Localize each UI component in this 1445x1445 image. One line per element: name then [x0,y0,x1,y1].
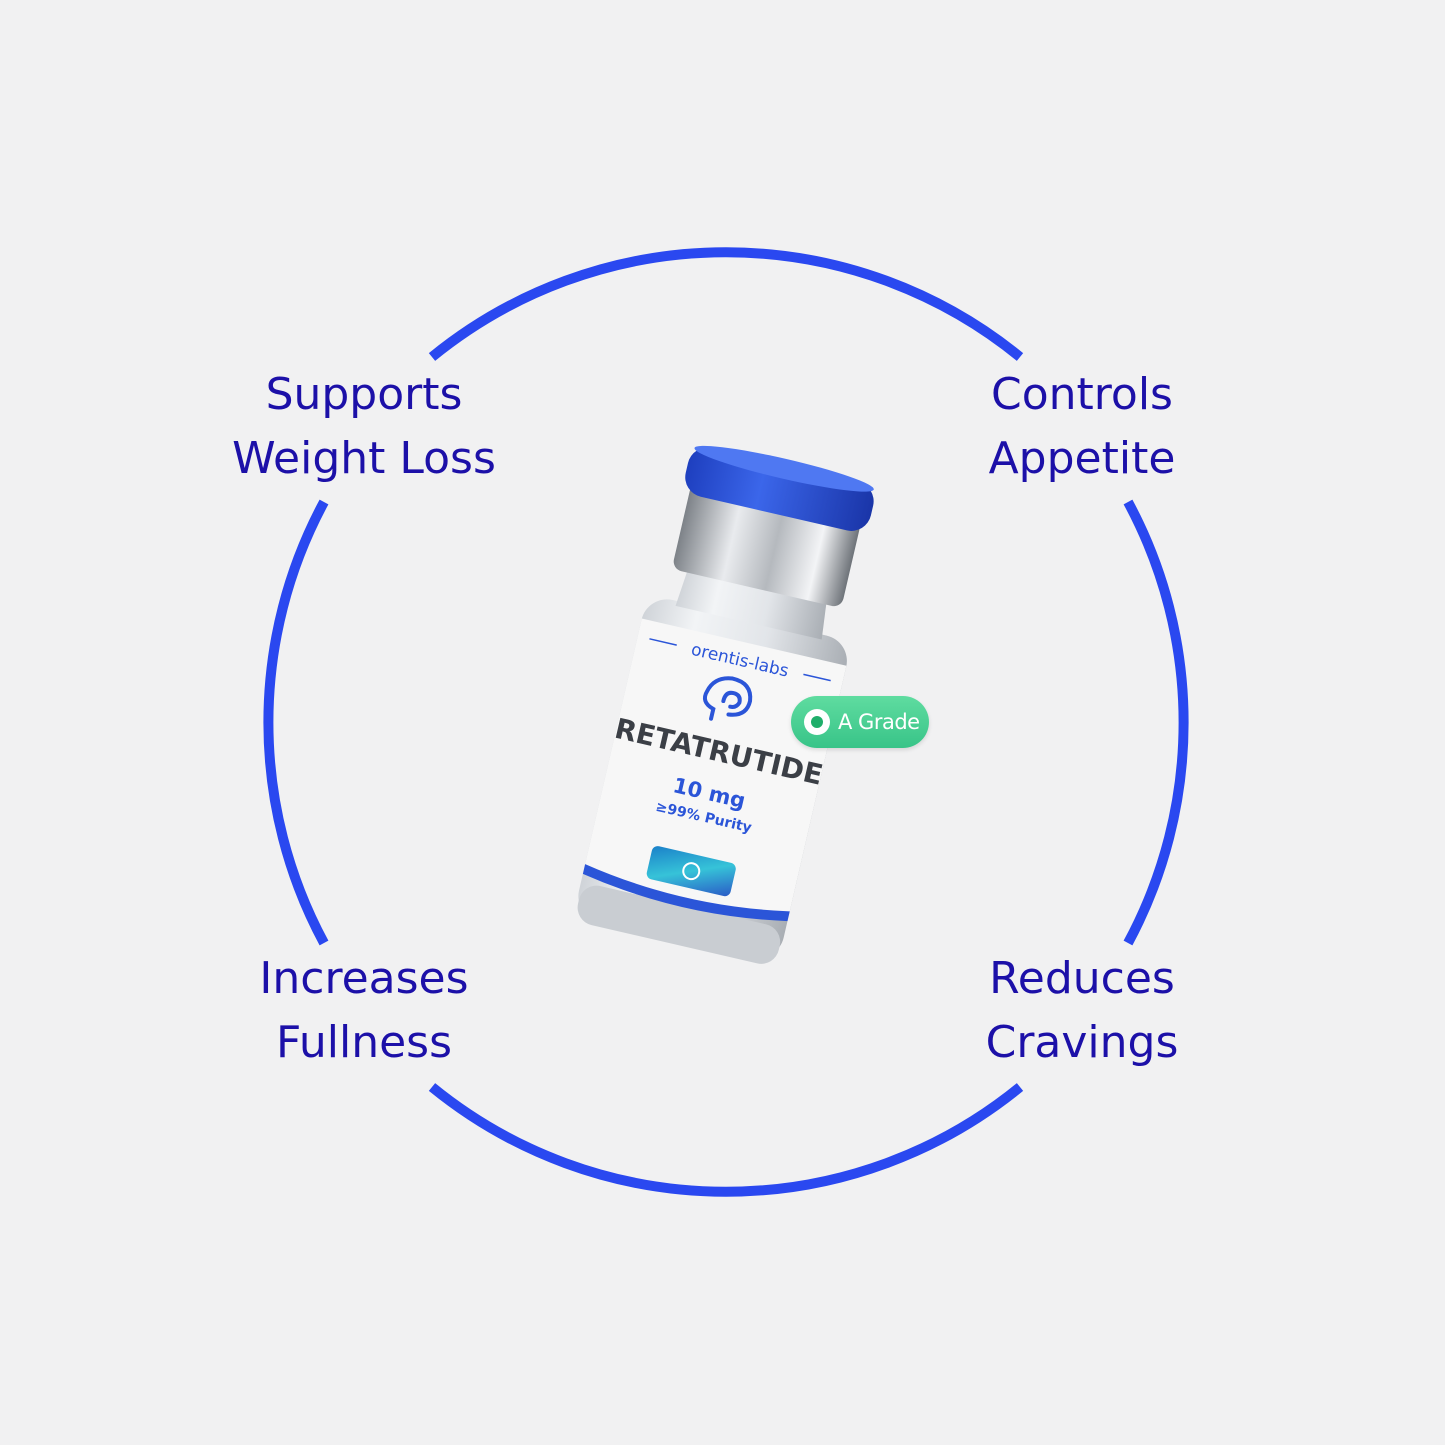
benefit-line: Cravings [985,1017,1179,1068]
benefit-line: Increases [259,953,469,1004]
benefit-line: Supports [265,369,463,420]
status-dot-icon [804,709,830,735]
vial-illustration: orentis-labs RETATRUTIDE 10 mg ≥99% Puri… [577,445,874,964]
ring-arc-bottom [428,1083,1024,1197]
benefit-reduces-cravings: Reduces Cravings [872,947,1292,1075]
benefit-line: Reduces [989,953,1175,1004]
head-spiral-icon [702,676,753,721]
ring-arc-top [428,247,1024,361]
benefit-increases-fullness: Increases Fullness [154,947,574,1075]
product-vial: orentis-labs RETATRUTIDE 10 mg ≥99% Puri… [560,440,890,1010]
benefit-line: Fullness [275,1017,453,1068]
benefit-supports-weight-loss: Supports Weight Loss [154,363,574,491]
grade-badge: A Grade [791,696,929,748]
benefit-controls-appetite: Controls Appetite [872,363,1292,491]
grade-label: A Grade [838,710,920,734]
benefit-line: Weight Loss [232,433,496,484]
label-band [582,864,790,922]
benefit-line: Controls [991,369,1173,420]
ring-arc-left [263,499,329,946]
ring-arc-right [1123,499,1189,946]
vial-label [582,618,847,922]
benefit-line: Appetite [988,433,1176,484]
hologram-seal-icon [646,846,736,897]
vial-cap [685,447,874,531]
